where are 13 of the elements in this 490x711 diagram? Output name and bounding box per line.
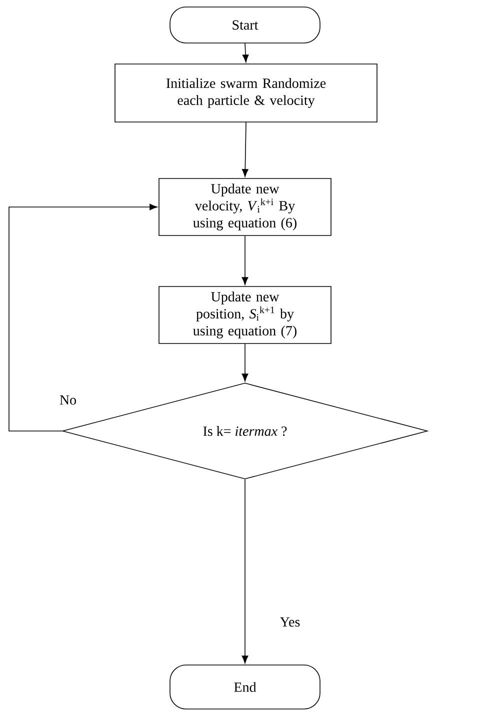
- arrow: [8, 204, 158, 432]
- process-box: Initialize swarm Randomize each particle & velocity: [114, 64, 378, 122]
- arrow: [242, 236, 248, 285]
- terminal-box: End: [170, 664, 320, 710]
- arrow: [242, 43, 249, 62]
- arrow: [242, 122, 248, 177]
- arrow: [242, 344, 248, 382]
- arrow: [242, 479, 248, 664]
- process-box: Update new velocity, V$_{i}$$^{k+i}$ By using equation (6): [158, 178, 332, 236]
- terminal-box: Start: [170, 6, 320, 44]
- edge-label: Yes: [278, 616, 302, 628]
- edge-label: No: [58, 394, 78, 406]
- process-box: Update new position, S$_{i}$$^{k+1}$ by using equation (7): [158, 286, 332, 344]
